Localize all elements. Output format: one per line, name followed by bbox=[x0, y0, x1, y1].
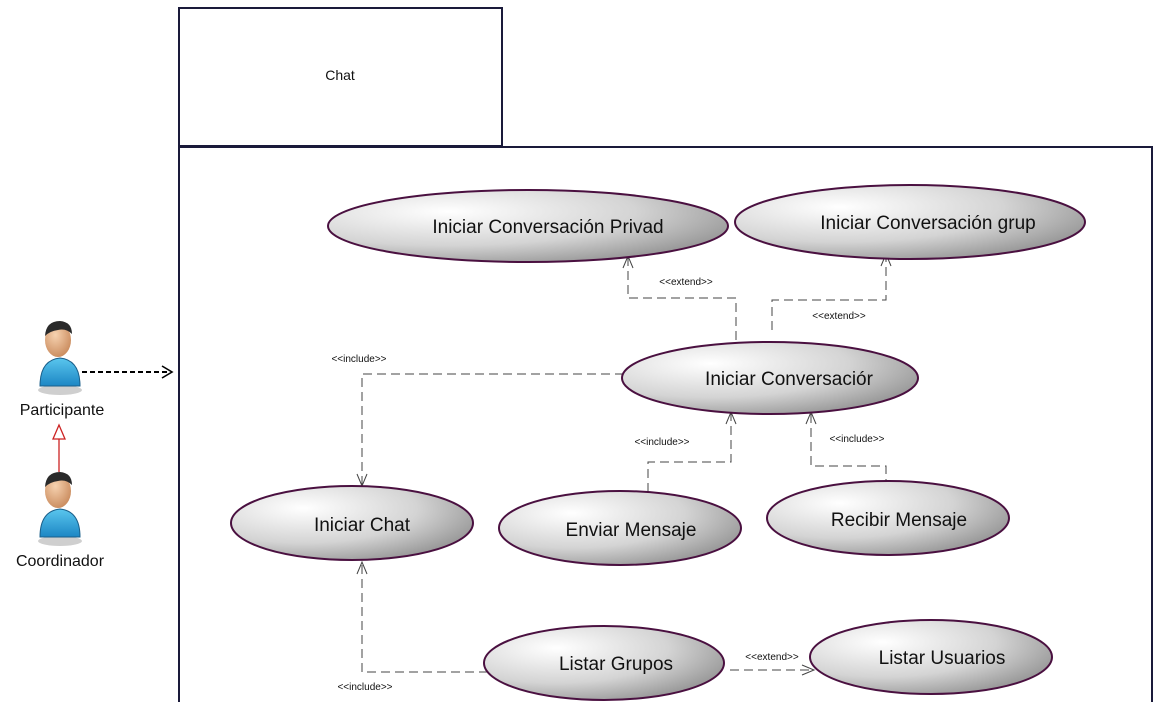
actor-participante[interactable]: Participante bbox=[20, 321, 105, 419]
use-case-enviar[interactable]: Enviar Mensaje bbox=[498, 490, 742, 566]
ext-grupo-line bbox=[771, 256, 887, 330]
use-case-recibir[interactable]: Recibir Mensaje bbox=[766, 480, 1010, 556]
inc-recibir-line bbox=[810, 412, 887, 488]
label-ext-usuarios: <<extend>> bbox=[745, 652, 799, 663]
package-chat: Chat bbox=[178, 7, 1153, 702]
ext-privada-line bbox=[627, 258, 737, 340]
use-case-privada[interactable]: Iniciar Conversación Privad bbox=[327, 189, 729, 263]
use-case-usuarios[interactable]: Listar Usuarios bbox=[809, 619, 1053, 695]
actor-participante-label: Participante bbox=[20, 402, 105, 419]
connectors bbox=[361, 256, 887, 673]
package-title: Chat bbox=[325, 67, 355, 83]
user-icon bbox=[38, 472, 82, 546]
use-case-privada-label: Iniciar Conversación Privad bbox=[432, 217, 663, 238]
label-inc-recibir: <<include>> bbox=[829, 434, 884, 445]
use-case-grupos-label: Listar Grupos bbox=[559, 654, 673, 675]
label-ext-privada: <<extend>> bbox=[659, 277, 713, 288]
inc-chat-line bbox=[361, 373, 624, 486]
package-tab bbox=[178, 7, 503, 147]
actor-coordinador[interactable]: Coordinador bbox=[16, 472, 105, 570]
use-case-grupo[interactable]: Iniciar Conversación grup bbox=[734, 184, 1086, 260]
user-icon bbox=[38, 321, 82, 395]
actor-association-arrow bbox=[82, 365, 174, 379]
use-case-chat-label: Iniciar Chat bbox=[314, 515, 411, 536]
use-case-enviar-label: Enviar Mensaje bbox=[566, 520, 697, 541]
use-case-conversacion-label: Iniciar Conversaciór bbox=[705, 369, 874, 390]
label-inc-grupos: <<include>> bbox=[337, 682, 392, 693]
label-ext-grupo: <<extend>> bbox=[812, 311, 866, 322]
label-inc-chat: <<include>> bbox=[331, 354, 386, 365]
stereotype-labels: <<extend>> <<extend>> <<include>> <<incl… bbox=[331, 277, 884, 693]
label-inc-enviar: <<include>> bbox=[634, 437, 689, 448]
use-case-recibir-label: Recibir Mensaje bbox=[831, 510, 967, 531]
use-case-conversacion[interactable]: Iniciar Conversaciór bbox=[621, 341, 919, 415]
package-body bbox=[178, 146, 502, 702]
use-case-chat[interactable]: Iniciar Chat bbox=[230, 485, 474, 561]
inc-enviar-line bbox=[647, 412, 732, 492]
generalization-arrow bbox=[52, 423, 66, 472]
use-case-grupos[interactable]: Listar Grupos bbox=[483, 625, 725, 701]
inc-grupos-line bbox=[361, 562, 488, 673]
actor-coordinador-label: Coordinador bbox=[16, 553, 105, 570]
use-case-grupo-label: Iniciar Conversación grup bbox=[820, 213, 1035, 234]
use-case-usuarios-label: Listar Usuarios bbox=[879, 648, 1006, 669]
